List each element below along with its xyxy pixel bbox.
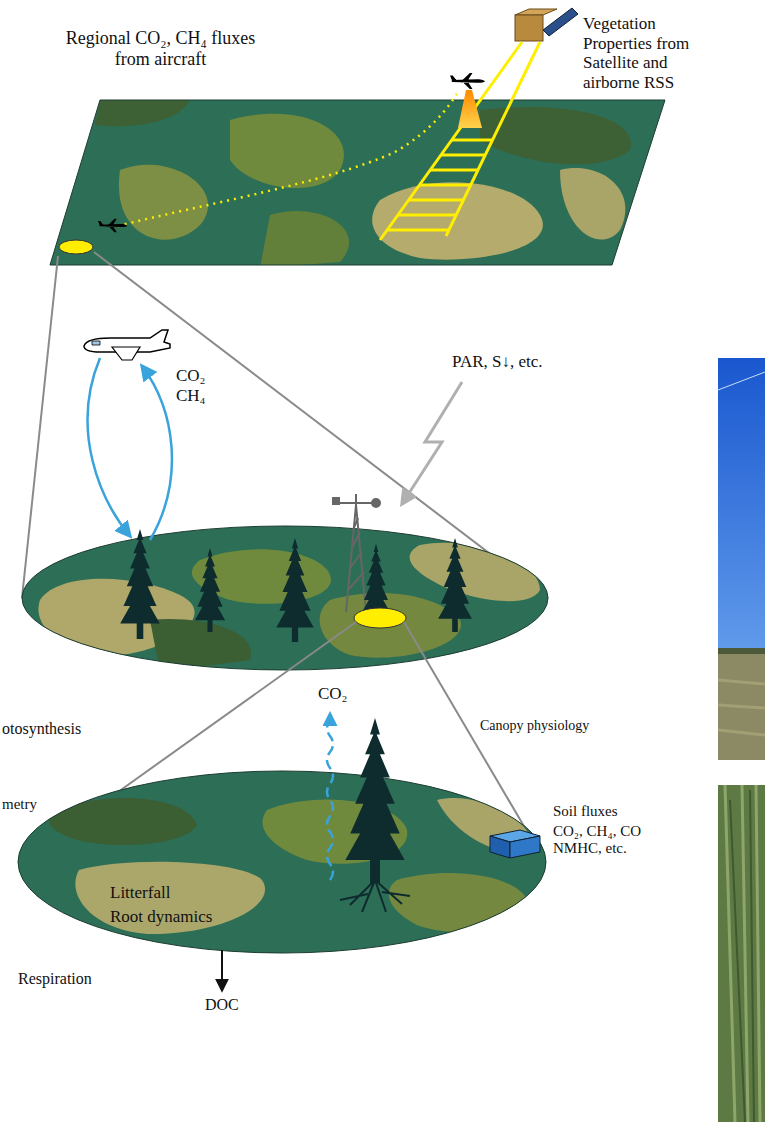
satellite-caption: Vegetation Properties from Satellite and… (583, 14, 718, 92)
ellipse-outline (18, 771, 546, 953)
soil-heading: Soil fluxes (553, 803, 618, 820)
stand-ellipse (22, 526, 548, 670)
vegetation-photo (730, 790, 754, 1122)
regional-panel (119, 165, 208, 240)
sampling-aircraft (112, 347, 140, 360)
plot-ellipse: LitterfallRoot dynamics (17, 770, 547, 954)
stand-ellipse (320, 593, 461, 658)
plot-tree (345, 718, 404, 883)
radiation-arrow (402, 382, 462, 504)
stand-trees (120, 529, 160, 639)
process-label: otosynthesis (2, 720, 81, 738)
exchange-arrows (142, 366, 172, 540)
plot-tree (340, 718, 410, 912)
satellite (515, 15, 543, 41)
regional-panel (560, 168, 625, 240)
ellipse-outline (49, 798, 197, 845)
field-photo (718, 648, 765, 654)
doc-arrow (221, 950, 223, 990)
ellipse-outline (389, 873, 527, 932)
zoom-lines (22, 256, 58, 598)
flux-tower (346, 505, 366, 612)
ellipse-outline (17, 770, 547, 954)
process-label: Root dynamics (110, 907, 212, 927)
process-label: Canopy physiology (480, 718, 589, 734)
stand-trees (354, 608, 406, 628)
soil-gases: CO₂, CH₄, CO NMHC, etc. (553, 823, 653, 858)
satellite (515, 9, 557, 15)
process-label: metry (2, 796, 37, 813)
field-photo (718, 652, 765, 760)
exchange-arrows (88, 358, 130, 536)
doc-arrow (222, 950, 223, 990)
co2-efflux-arrow (327, 714, 333, 880)
stand-trees (276, 538, 313, 642)
field-photo (718, 358, 765, 760)
stand-ellipse (22, 526, 548, 670)
gas-label: CO₂ CH₄ (176, 366, 218, 405)
radiation-label: PAR, S↓, etc. (452, 352, 543, 372)
regional-panel (230, 114, 344, 188)
aircraft-track (458, 90, 482, 128)
field-photo (718, 358, 765, 760)
stand-trees (195, 548, 225, 632)
satellite-beam (387, 140, 492, 230)
stand-trees (120, 529, 472, 642)
regional-panel (50, 100, 665, 265)
regional-panel (59, 240, 93, 254)
gas-label: CO₂ (318, 684, 348, 704)
regional-panel (95, 100, 190, 126)
plot-tree (340, 880, 410, 912)
aircraft-track (98, 73, 485, 232)
regional-panel (260, 211, 349, 268)
regional-panel (50, 100, 665, 268)
flux-tower (338, 494, 374, 505)
stand-ellipse (22, 526, 548, 672)
stand-ellipse (410, 543, 540, 601)
aircraft-track (118, 92, 458, 226)
sampling-aircraft (84, 330, 170, 360)
exchange-arrows (88, 358, 172, 540)
satellite (543, 8, 578, 36)
soil-chamber (490, 836, 510, 858)
soil-chamber (490, 830, 540, 858)
vegetation-photo (718, 785, 765, 1122)
sampling-aircraft (92, 341, 100, 345)
stand-trees (438, 538, 472, 632)
regional-panel (50, 100, 665, 265)
radiation-arrow (402, 382, 462, 504)
ellipse-outline (75, 862, 265, 934)
soil-chamber (510, 836, 540, 858)
process-label: Litterfall (110, 883, 170, 903)
stand-ellipse (150, 619, 251, 672)
field-photo (718, 372, 765, 390)
flux-tower (372, 499, 380, 507)
field-photo (718, 680, 765, 735)
flux-tower (348, 518, 364, 590)
vegetation-photo (718, 785, 765, 1122)
region-caption: Regional CO₂, CH₄ fluxes from aircraft (48, 28, 273, 69)
process-label: Respiration (18, 970, 92, 988)
satellite (515, 8, 578, 41)
flux-tower (333, 498, 339, 504)
regional-panel (95, 100, 631, 268)
satellite-beam (380, 42, 540, 240)
aircraft-track (450, 73, 485, 89)
satellite-beam (380, 42, 522, 240)
regional-panel (372, 182, 543, 259)
vegetation-photo (725, 785, 760, 1122)
ellipse-outline (49, 798, 532, 934)
regional-panel (480, 107, 631, 165)
ellipse-outline (18, 771, 546, 953)
process-label: DOC (205, 996, 239, 1014)
co2-efflux-arrow (327, 714, 333, 880)
aircraft-track (98, 219, 127, 233)
